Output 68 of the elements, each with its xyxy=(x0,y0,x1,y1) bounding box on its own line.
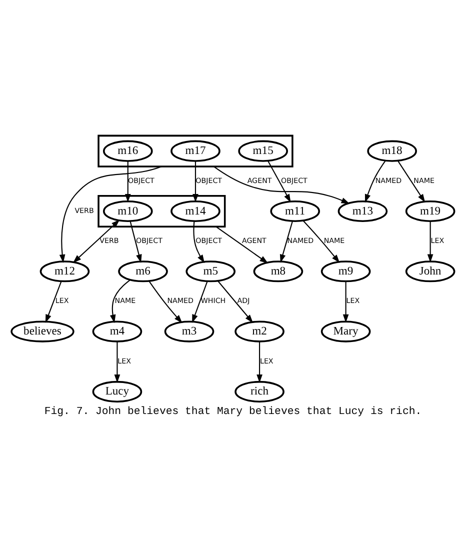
arrow xyxy=(130,220,142,262)
cluster xyxy=(98,134,294,167)
node-ellipse: m12 xyxy=(40,260,90,282)
node-ellipse: m15 xyxy=(238,140,288,162)
arrow xyxy=(124,160,131,202)
node-ellipse: m4 xyxy=(92,320,142,342)
arrow xyxy=(427,221,434,262)
node-ellipse: m5 xyxy=(186,260,236,282)
node-ellipse: m16 xyxy=(102,140,153,162)
edge-label: AGENT xyxy=(247,175,272,184)
edge-label: LEX xyxy=(430,236,444,244)
arrow xyxy=(364,160,386,202)
edge-label: NAME xyxy=(324,236,345,244)
node-ellipse: m17 xyxy=(170,140,220,162)
arrow xyxy=(280,220,293,262)
edge-label: OBJECT xyxy=(281,175,308,184)
arrow xyxy=(192,280,208,322)
node-ellipse: m10 xyxy=(102,200,153,222)
node-ellipse: rich xyxy=(234,380,284,402)
edge-label: NAME xyxy=(114,296,136,305)
node-ellipse: Lucy xyxy=(92,380,142,402)
edge-label: NAME xyxy=(414,175,434,184)
node-ellipse: m3 xyxy=(164,320,214,342)
arrow xyxy=(256,341,262,382)
node-ellipse: Mary xyxy=(320,320,371,342)
node-ellipse: m9 xyxy=(320,260,371,282)
arrow xyxy=(218,280,254,322)
arrow xyxy=(302,220,340,262)
node-ellipse: m8 xyxy=(253,260,304,282)
node-ellipse: m2 xyxy=(234,320,284,342)
arrow xyxy=(213,166,350,204)
edge-label: LEX xyxy=(55,296,69,305)
arrow xyxy=(192,160,198,202)
arrow xyxy=(110,279,131,323)
node-ellipse: believes xyxy=(10,320,74,342)
arrow xyxy=(268,160,291,202)
edge-label: OBJECT xyxy=(128,175,154,184)
arrow xyxy=(398,160,426,202)
edge-label: OBJECT xyxy=(136,236,162,244)
node-ellipse: m18 xyxy=(367,140,417,162)
edge-label: VERB xyxy=(100,236,119,244)
edge-label: AGENT xyxy=(242,236,266,244)
arrow xyxy=(193,220,205,263)
node-ellipse: John xyxy=(405,260,456,282)
edge-label: NAMED xyxy=(375,175,402,184)
edge-label: LEX xyxy=(118,356,131,365)
arrow xyxy=(148,280,182,323)
node-ellipse: m11 xyxy=(270,200,320,222)
arrow xyxy=(45,280,62,322)
edge-label: NAMED xyxy=(167,296,194,305)
arrow xyxy=(216,226,268,263)
node-ellipse: m13 xyxy=(338,200,388,222)
edge-label: OBJECT xyxy=(196,175,222,184)
edge-label: ADJ xyxy=(237,296,250,305)
edge-label: LEX xyxy=(260,356,274,365)
edge-label: LEX xyxy=(346,296,360,305)
node-ellipse: m6 xyxy=(118,260,168,282)
node-ellipse: m14 xyxy=(170,200,220,222)
edge-label: WHICH xyxy=(200,296,226,305)
edge-label: VERB xyxy=(74,205,94,214)
arrow xyxy=(59,165,162,262)
arrow xyxy=(72,219,120,262)
edge-label: OBJECT xyxy=(196,236,222,244)
node-ellipse: m19 xyxy=(405,200,456,222)
edge-label: NAMED xyxy=(287,236,314,244)
caption: Fig. 7. John believes that Mary believes that Lucy is rich. xyxy=(44,405,422,418)
arrow xyxy=(114,341,120,382)
arrow xyxy=(342,281,349,322)
